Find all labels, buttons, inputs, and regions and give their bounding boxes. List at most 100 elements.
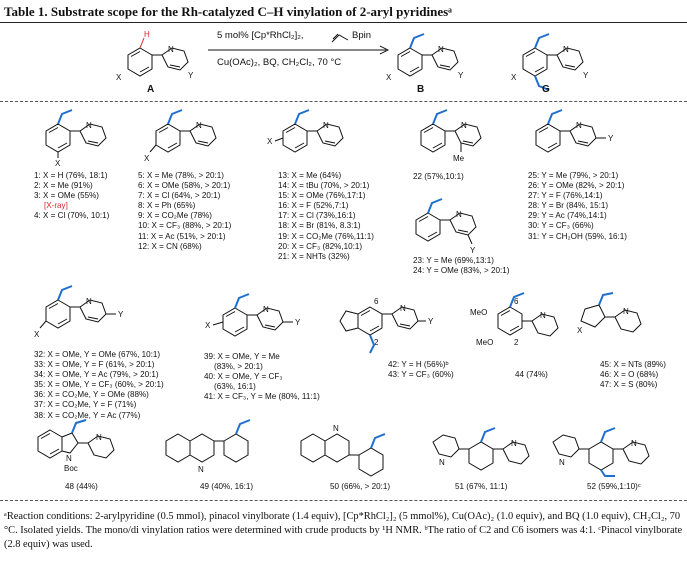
entry-52: 52 (59%,1:10)ᶜ [587, 482, 641, 491]
entry-2: 2: X = Me (91%) [34, 181, 93, 191]
entry-20: 20: X = CF₃ (82%,10:1) [278, 241, 363, 251]
position-2: 2 [374, 338, 379, 347]
entry-15: 15: X = OMe (76%,17:1) [278, 191, 366, 201]
entry-13: 13: X = Me (64%) [278, 171, 342, 180]
structure-45-47: N X [577, 292, 642, 335]
atom-x: X [55, 159, 61, 168]
structure-51: N N [432, 427, 530, 471]
entries-32-38: 32: X = OMe, Y = OMe (67%, 10:1) 33: X =… [34, 350, 164, 421]
reagents-top: 5 mol% [Cp*RhCl₂]₂, [217, 30, 304, 41]
structure-44: MeO MeO 6 2 N [470, 292, 559, 347]
entries-25-31: 25: Y = Me (79%, > 20:1) 26: Y = OMe (82… [528, 171, 627, 242]
entry-18: 18: X = Br (81%, 8.3:1) [278, 221, 361, 231]
entries-42-43: 42: Y = H (56%)ᵇ 43: Y = CF₃ (60%) [388, 360, 454, 380]
entry-5: 5: X = Me (78%, > 20:1) [138, 171, 224, 180]
atom-n: N [400, 304, 406, 313]
entry-43: 43: Y = CF₃ (60%) [388, 370, 454, 380]
atom-x: X [577, 326, 583, 335]
entry-47: 47: X = S (80%) [600, 380, 658, 390]
entry-12: 12: X = CN (68%) [138, 241, 202, 251]
atom-n: N [559, 458, 565, 467]
footnote: ᵃReaction conditions: 2-arylpyridine (0.… [4, 511, 683, 550]
entry-42: 42: Y = H (56%)ᵇ [388, 360, 449, 369]
entry-11: 11: X = Ac (51%, > 20:1) [138, 231, 226, 241]
reagents-bottom: Cu(OAc)₂, BQ, CH₂Cl₂, 70 °C [217, 57, 342, 68]
entry-39-result: (83%, > 20:1) [214, 362, 263, 372]
entry-50: 50 (66%, > 20:1) [330, 482, 391, 491]
entry-45: 45: X = NTs (89%) [600, 360, 666, 369]
top-rule [0, 22, 687, 23]
atom-y: Y [295, 318, 301, 327]
entry-40-result: (63%, 16:1) [214, 382, 256, 392]
atom-n: N [198, 465, 204, 474]
atom-n: N [263, 305, 269, 314]
atom-n: N [540, 311, 546, 320]
entry-21: 21: X = NHTs (32%) [278, 251, 350, 261]
entry-37: 37: X = CO₂Me, Y = F (71%) [34, 400, 137, 410]
entry-9: 9: X = CO₂Me (78%) [138, 211, 212, 221]
label-a: A [147, 84, 155, 95]
atom-n: N [456, 210, 462, 219]
structure-50: N [300, 424, 386, 477]
entry-8: 8: X = Ph (65%) [138, 201, 196, 211]
atom-n: N [323, 121, 329, 130]
vinyl-reagent-icon [331, 33, 349, 43]
entries-39-41: 39: X = OMe, Y = Me (83%, > 20:1) 40: X … [204, 352, 320, 402]
atom-n: N [576, 121, 582, 130]
atom-y: Y [458, 71, 464, 80]
entry-6: 6: X = OMe (58%, > 20:1) [138, 181, 231, 191]
atom-n: N [461, 121, 467, 130]
entry-25: 25: Y = Me (79%, > 20:1) [528, 171, 619, 180]
structure-1-4: N X [45, 109, 107, 168]
entry-28: 28: Y = Br (84%, 15:1) [528, 201, 609, 211]
entries-1-4: 1: X = H (76%, 18:1) 2: X = Me (91%) 3: … [34, 171, 109, 221]
entry-38: 38: X = CO₂Me, Y = Ac (77%) [34, 410, 141, 420]
entry-32: 32: X = OMe, Y = OMe (67%, 10:1) [34, 350, 161, 359]
entry-22: 22 (57%,10:1) [413, 172, 464, 181]
atom-y: Y [608, 134, 614, 143]
entry-29: 29: Y = Ac (74%,14:1) [528, 211, 607, 221]
atom-n: N [168, 45, 174, 54]
entry-24: 24: Y = OMe (83%, > 20:1) [413, 266, 510, 276]
atom-y: Y [118, 310, 124, 319]
table-title: Table 1. Substrate scope for the Rh-cata… [4, 4, 452, 19]
atom-y: Y [188, 71, 194, 80]
structure-48: N N Boc [37, 419, 115, 473]
entry-16: 16: X = F (52%,7:1) [278, 201, 349, 211]
structure-5-12: N X [144, 109, 217, 163]
structure-25-31: N Y [535, 109, 614, 153]
atom-n: N [66, 454, 72, 463]
entry-14: 14: X = tBu (70%, > 20:1) [278, 181, 370, 191]
entry-17: 17: X = Cl (73%,16:1) [278, 211, 356, 221]
entry-51: 51 (67%, 11:1) [455, 482, 508, 491]
xray-note: [X-ray] [44, 201, 68, 211]
atom-y: Y [583, 71, 589, 80]
entry-7: 7: X = Cl (64%, > 20:1) [138, 191, 221, 201]
atom-n: N [86, 297, 92, 306]
entry-31: 31: Y = CH₂OH (59%, 16:1) [528, 231, 627, 241]
entry-19: 19: X = CO₂Me (76%,11:1) [278, 231, 374, 241]
atom-y: Y [470, 246, 476, 255]
atom-n: N [631, 439, 637, 448]
entry-33: 33: X = OMe, Y = F (61%, > 20:1) [34, 360, 155, 370]
entries-45-47: 45: X = NTs (89%) 46: X = O (68%) 47: X … [600, 360, 666, 390]
scheme-substrate-A: H N X Y [116, 30, 194, 82]
label-g: G [542, 84, 550, 95]
entry-30: 30: Y = CF₃ (66%) [528, 221, 594, 231]
atom-x: X [267, 137, 273, 146]
atom-meo: MeO [470, 308, 487, 317]
structure-13-21: X N [267, 109, 344, 153]
atom-n: N [333, 424, 339, 433]
entry-39: 39: X = OMe, Y = Me [204, 352, 280, 361]
divider [0, 500, 687, 501]
reaction-arrow-icon [208, 45, 390, 55]
scheme-product-G: N X Y [511, 33, 589, 91]
structure-42-43: 6 2 N Y [339, 297, 434, 354]
atom-h: H [144, 30, 150, 39]
atom-x: X [205, 321, 211, 330]
entry-26: 26: Y = OMe (82%, > 20:1) [528, 181, 625, 191]
atom-me: Me [453, 154, 465, 163]
atom-x: X [116, 73, 122, 82]
position-6: 6 [374, 297, 379, 306]
divider [0, 101, 687, 102]
